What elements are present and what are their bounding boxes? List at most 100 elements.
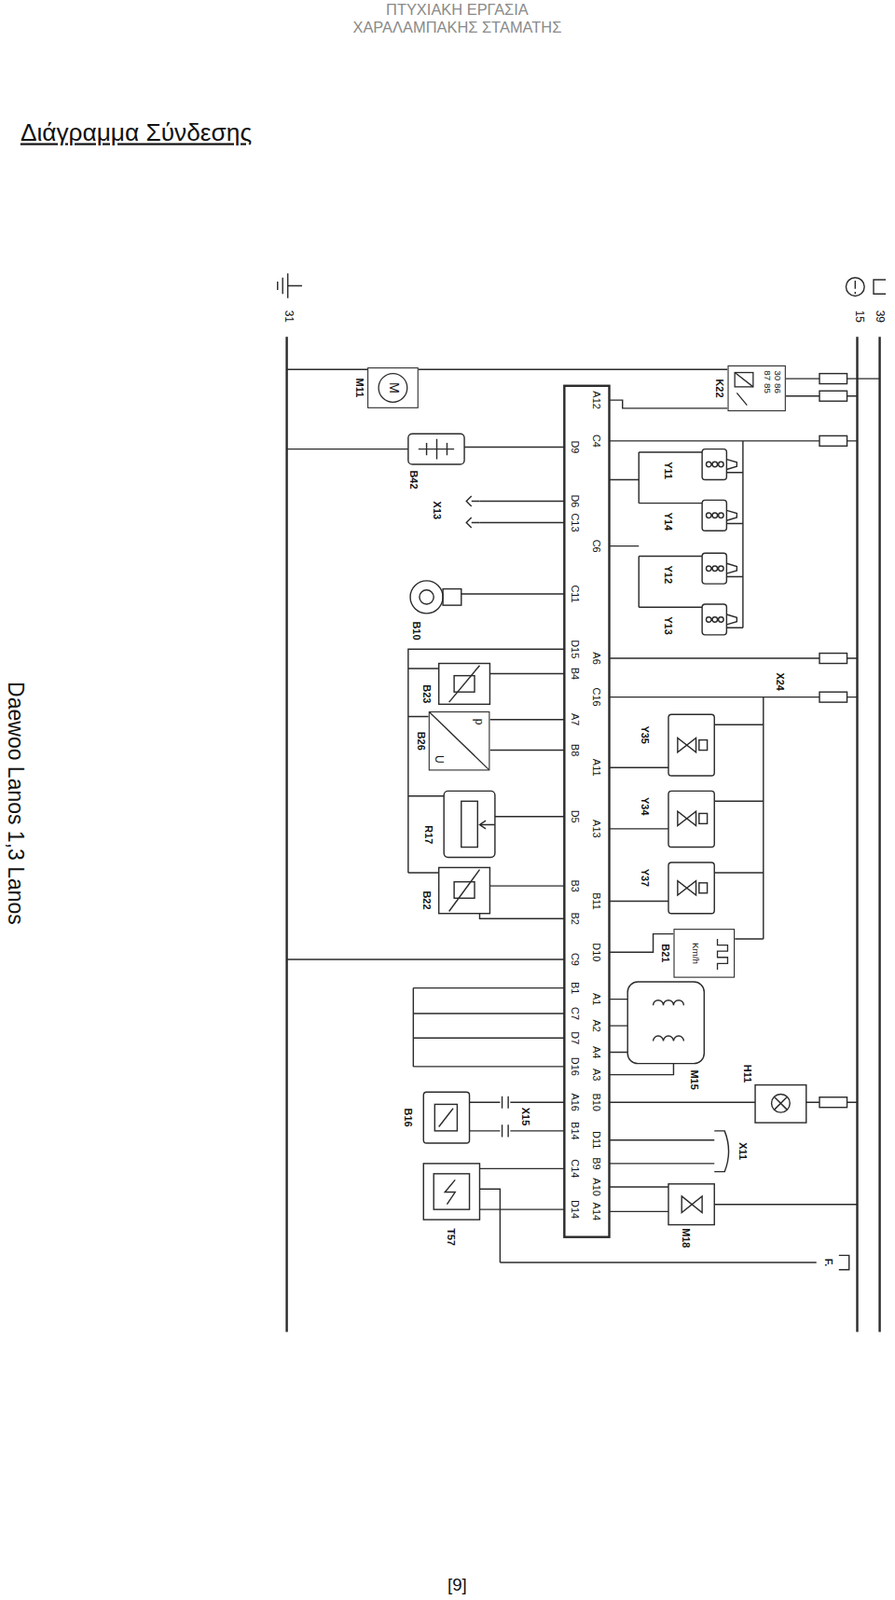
injector-coil (705, 461, 724, 622)
pin-label: B4 (568, 667, 581, 680)
connector-symbol (502, 1096, 510, 1138)
component-label: B10 (410, 620, 423, 640)
component-label: H11 (741, 1064, 754, 1083)
ntc-sensor (449, 869, 481, 912)
component-label: M15 (688, 1069, 701, 1089)
potentiometer-symbol (461, 800, 479, 847)
connector-symbol (466, 495, 480, 528)
pin-label: B9 (590, 1156, 603, 1170)
pin-label: D15 (568, 639, 581, 659)
fan-symbol (668, 1184, 715, 1226)
valve-coil (699, 812, 708, 824)
component-label: B23 (420, 684, 433, 703)
component-text: M (385, 382, 400, 394)
motor-symbol (378, 373, 408, 403)
potentiometer-symbol (479, 820, 495, 829)
pin-label: B3 (568, 879, 581, 892)
component-label: M11 (353, 378, 366, 399)
pin-label: A6 (590, 651, 603, 664)
pin-label: A10 (590, 1177, 603, 1196)
injector-nozzle (726, 459, 737, 625)
pin-label: C13 (568, 512, 581, 532)
crank-sensor (410, 580, 443, 614)
page-number: [9] (447, 1574, 468, 1595)
component-label: B42 (407, 469, 420, 489)
pin-label: B8 (568, 743, 581, 757)
pin-label: D14 (568, 1199, 581, 1219)
component-box: Km/hB21 (673, 928, 735, 978)
page-header: ΧΑΡΑΛΑΜΠΑΚΗΣ ΣΤΑΜΑΤΗΣ (352, 18, 562, 37)
component-symbol (734, 372, 754, 406)
terminal-label: 15 (853, 310, 867, 323)
pin-label: D7 (568, 1031, 581, 1045)
valve-symbol (668, 862, 715, 914)
pin-label: C7 (568, 1006, 581, 1020)
component-label: K22 (714, 378, 727, 398)
pin-label: C9 (568, 952, 581, 966)
component-label: Y12 (662, 565, 675, 584)
fuse-symbol (819, 435, 848, 446)
valve-symbol (668, 790, 715, 847)
pin-label: D6 (568, 494, 581, 508)
lamp-symbol (771, 1093, 791, 1113)
ntc-sensor (439, 867, 491, 913)
wire (287, 369, 881, 1263)
pin-label: C6 (590, 539, 603, 553)
bus-line (287, 336, 881, 1332)
fuse-symbol (819, 1097, 848, 1108)
connector-symbol (839, 1254, 850, 1269)
pin-label: D16 (568, 1057, 581, 1076)
pin-label: A3 (590, 1068, 603, 1081)
lamp-symbol (774, 1097, 787, 1110)
pin-label: B1 (568, 981, 581, 994)
component-label: F. (823, 1258, 836, 1267)
pin-label: A14 (590, 1202, 603, 1221)
oxygen-sensor (434, 1103, 457, 1130)
crank-sensor (419, 590, 434, 605)
pin-label: A13 (590, 819, 603, 838)
component-box: 30 86 87 85K22 (727, 365, 785, 412)
component-box: MM11 (367, 367, 419, 409)
component-label: X11 (737, 1142, 750, 1160)
component-symbol (378, 373, 408, 403)
terminal-label: 39 (873, 310, 887, 323)
component-symbol (717, 938, 729, 970)
page-header: ΠΤΥΧΙΑΚΗ ΕΡΓΑΣΙΑ (385, 0, 529, 18)
pin-label: D11 (590, 1130, 603, 1149)
component-text: Km/h (690, 942, 702, 964)
stepper-coil (653, 1000, 685, 1042)
battery-symbol (873, 279, 886, 294)
ground-symbol (277, 273, 303, 298)
pin-label: A16 (568, 1092, 581, 1111)
ignition-symbol (845, 277, 865, 297)
component-label: B26 (414, 731, 427, 751)
diagram-caption: Daewoo Lanos 1,3 Lanos (2, 681, 28, 925)
pin-label: A11 (590, 758, 603, 777)
component-text: p (472, 718, 486, 726)
pin-label: A7 (568, 713, 581, 726)
oxygen-sensor (439, 1108, 454, 1128)
relay-switch (734, 372, 754, 406)
component-label: X15 (519, 1107, 532, 1126)
pin-label: C14 (568, 1158, 581, 1178)
valve-coil (699, 740, 708, 751)
pin-label: C4 (590, 434, 603, 448)
pin-label: C11 (568, 584, 581, 603)
fuse-symbol (819, 390, 848, 401)
fuse-symbol (819, 691, 848, 703)
pin-label: A1 (590, 992, 603, 1006)
pin-label: D10 (590, 942, 603, 962)
ntc-sensor (439, 663, 491, 705)
diagnostic-connector (714, 1130, 729, 1172)
component-label: B21 (660, 943, 673, 963)
ignition-coil (444, 1179, 455, 1204)
lamp-symbol (755, 1085, 807, 1124)
fuse-symbol (819, 373, 848, 385)
component-text: 30 86 87 85 (761, 370, 783, 401)
crank-sensor (442, 589, 462, 606)
pin-label: D9 (568, 440, 581, 454)
ecu-housing (564, 385, 609, 1238)
pin-label: B10 (590, 1092, 603, 1111)
ignition-symbol (854, 280, 856, 294)
